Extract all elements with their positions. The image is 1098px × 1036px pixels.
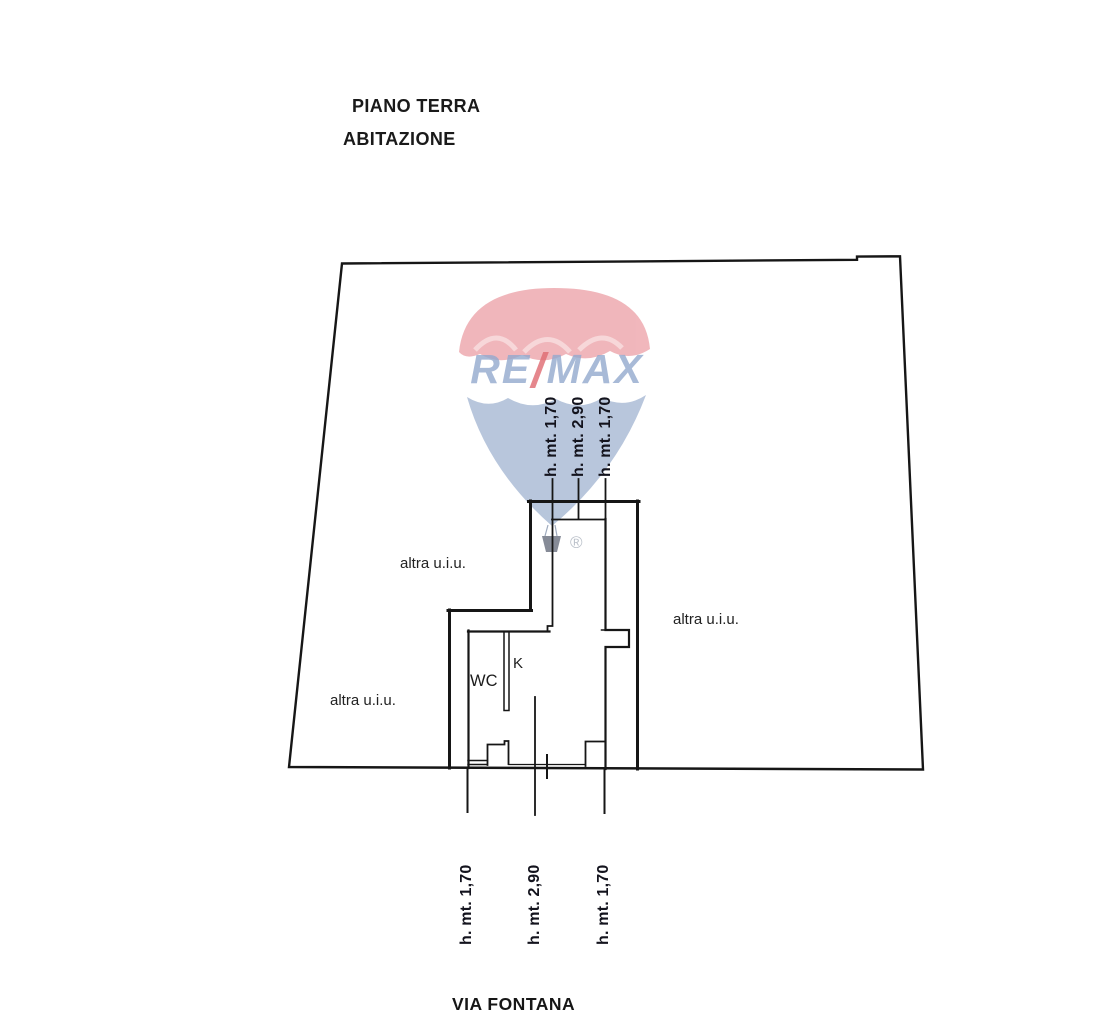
registered-trademark-icon: ® <box>570 533 583 552</box>
height-annotation-top-1: h. mt. 1,70 <box>543 396 560 477</box>
remax-balloon-watermark-icon <box>459 288 650 552</box>
balloon-dome-highlight <box>473 335 624 354</box>
adjacent-unit-label-lower-left: altra u.i.u. <box>330 692 396 709</box>
height-annotation-bottom-3: h. mt. 1,70 <box>595 864 612 945</box>
page-title-line1: PIANO TERRA <box>352 96 481 116</box>
height-annotation-top-3: h. mt. 1,70 <box>597 396 614 477</box>
entry-step-details <box>467 740 605 779</box>
page-title-line2: ABITAZIONE <box>343 129 456 149</box>
top-leader-lines <box>546 478 607 632</box>
street-label: VIA FONTANA <box>452 994 576 1014</box>
height-annotation-top-2: h. mt. 2,90 <box>570 396 587 477</box>
balloon-red-dome <box>459 288 650 361</box>
height-annotation-bottom-2: h. mt. 2,90 <box>526 864 543 945</box>
balloon-blue-cone <box>467 395 646 526</box>
adjacent-unit-label-upper-left: altra u.i.u. <box>400 555 466 572</box>
remax-re: RE <box>470 346 532 392</box>
remax-slash: / <box>531 345 547 398</box>
room-label-kitchen: K <box>513 655 524 672</box>
outer-boundary <box>287 255 925 771</box>
adjacent-unit-label-right: altra u.i.u. <box>673 611 739 628</box>
balloon-basket <box>542 536 561 552</box>
kitchen-divider <box>503 631 510 712</box>
unit-walls <box>446 499 641 771</box>
balloon-strings <box>544 524 558 537</box>
bottom-leader-lines <box>466 696 606 816</box>
height-annotation-bottom-1: h. mt. 1,70 <box>458 864 475 945</box>
right-inner-wall-with-notch <box>604 517 631 771</box>
remax-logo-text: RE/MAX <box>462 346 652 396</box>
room-label-wc: WC <box>470 672 498 690</box>
inner-partitions <box>466 517 631 771</box>
remax-max: MAX <box>546 346 644 392</box>
